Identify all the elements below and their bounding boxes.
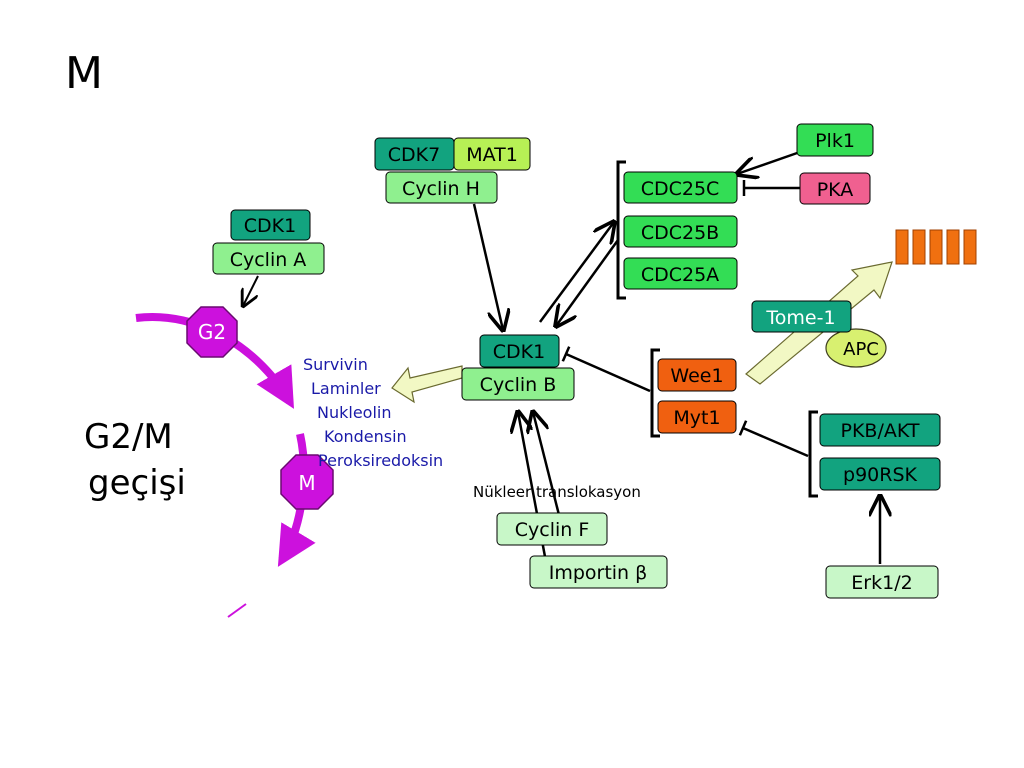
cdc25-to-cdk1-arrow: [556, 239, 620, 326]
cdk1-a-box: CDK1: [230, 209, 311, 241]
myt1-label: Myt1: [673, 407, 720, 429]
plk1-label: Plk1: [815, 130, 855, 152]
importin-label: Importin β: [549, 562, 648, 584]
cyclin-h-to-cdk1-arrow: [472, 203, 503, 330]
pka-label: PKA: [817, 179, 854, 201]
p90rsk-label: p90RSK: [843, 464, 917, 486]
plk1-to-cdc25c-arrow: [737, 150, 801, 174]
cdk1-nuclear-arrow-up: [533, 412, 561, 516]
slide-title: M: [65, 48, 103, 99]
cdc25-bracket: [616, 160, 626, 300]
cyclin-b-label: Cyclin B: [480, 374, 557, 396]
wee1-label: Wee1: [670, 365, 723, 387]
transition-title-line1: G2/M: [84, 417, 173, 457]
degradation-bar: [895, 229, 909, 265]
cdk1-b-box: CDK1: [479, 334, 560, 368]
pkb-inhibits-myt1: [738, 420, 809, 458]
cdc25a-label: CDC25A: [641, 264, 719, 286]
cdc25c-label: CDC25C: [641, 178, 720, 200]
substrate-item: Laminler: [311, 379, 381, 398]
wee1-myt1-inhibits-cdk1: [561, 346, 651, 393]
degradation-bar: [946, 229, 960, 265]
p90rsk-box: p90RSK: [819, 457, 941, 491]
degradation-bars: [895, 229, 977, 265]
myt1-box: Myt1: [657, 400, 737, 434]
substrate-item: Nukleolin: [317, 403, 391, 422]
mat1-box: MAT1: [453, 137, 531, 171]
wee1-myt1-bracket: [650, 348, 660, 438]
cyclin-h-label: Cyclin H: [402, 178, 480, 200]
cdk1-to-cdc25-arrow: [538, 222, 614, 323]
cdk1-to-substrates-block-arrow: [391, 365, 463, 404]
nuclear-translocation-label: Nükleer translokasyon: [473, 483, 641, 501]
cyclin-f-label: Cyclin F: [515, 519, 590, 541]
substrate-item: Survivin: [303, 355, 368, 374]
importin-box: Importin β: [529, 555, 668, 589]
cyclin-f-box: Cyclin F: [496, 512, 608, 546]
plk1-box: Plk1: [796, 123, 874, 157]
tome1-box: Tome-1: [751, 300, 852, 333]
cdk7-label: CDK7: [388, 144, 440, 166]
substrate-item: Peroksiredoksin: [318, 451, 443, 470]
m-label: M: [298, 471, 315, 495]
pkb-p90rsk-bracket: [808, 410, 818, 498]
erk12-box: Erk1/2: [825, 565, 939, 599]
mat1-label: MAT1: [466, 144, 518, 166]
cyclin-h-box: Cyclin H: [385, 171, 498, 204]
cyclin-a-box: Cyclin A: [212, 242, 325, 275]
pkb-akt-label: PKB/AKT: [841, 420, 920, 442]
cycle-arc-tail: [227, 603, 247, 618]
apc-label: APC: [843, 339, 879, 360]
cyclin-b-box: Cyclin B: [461, 367, 575, 401]
tome1-label: Tome-1: [765, 307, 835, 329]
degradation-bar: [912, 229, 926, 265]
cyclin-a-label: Cyclin A: [230, 249, 307, 271]
cdc25a-box: CDC25A: [623, 257, 738, 290]
cdc25b-box: CDC25B: [623, 215, 738, 248]
g2-label: G2: [198, 320, 226, 344]
cdc25b-label: CDC25B: [641, 222, 719, 244]
transition-title-line2: geçişi: [88, 463, 186, 503]
apc-node: [825, 328, 887, 368]
substrate-item: Kondensin: [324, 427, 407, 446]
degradation-bar: [963, 229, 977, 265]
pka-box: PKA: [799, 172, 871, 205]
cdk1-b-label: CDK1: [493, 341, 545, 363]
g2-octagon: G2: [186, 306, 238, 358]
cdk1-a-label: CDK1: [244, 215, 296, 237]
substrate-list: Survivin Laminler Nukleolin Kondensin Pe…: [303, 355, 443, 470]
wee1-box: Wee1: [657, 358, 737, 392]
erk12-label: Erk1/2: [851, 572, 912, 594]
cyclin-a-to-g2-arrow: [243, 275, 259, 306]
cdc25c-box: CDC25C: [623, 171, 738, 204]
cdk7-box: CDK7: [374, 137, 455, 171]
m-octagon: M: [280, 454, 334, 510]
degradation-bar: [929, 229, 943, 265]
pkb-akt-box: PKB/AKT: [819, 413, 941, 447]
